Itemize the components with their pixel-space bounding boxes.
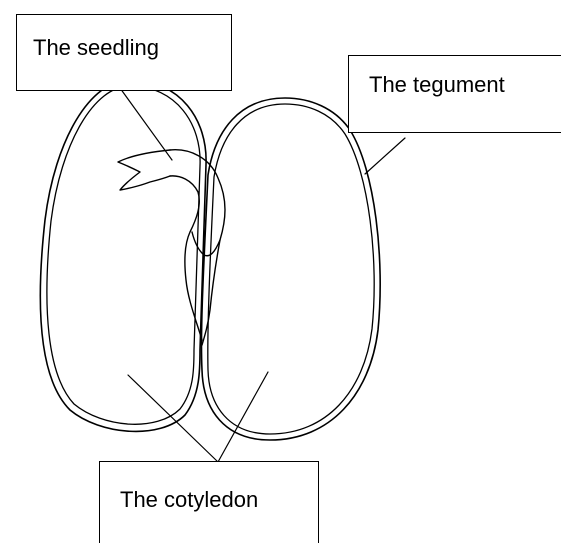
left-tegument-inner xyxy=(47,86,200,424)
label-cotyledon-box: The cotyledon xyxy=(99,461,319,543)
left-tegument-outer xyxy=(40,80,206,431)
seedling-plumule xyxy=(118,150,170,190)
label-seedling-box: The seedling xyxy=(16,14,232,91)
left-cotyledon xyxy=(40,80,206,431)
right-tegument-inner xyxy=(208,104,374,434)
label-seedling: The seedling xyxy=(33,37,159,59)
seedling xyxy=(118,150,225,345)
leader-tegument xyxy=(365,138,405,174)
label-tegument-box: The tegument xyxy=(348,55,561,133)
label-tegument: The tegument xyxy=(369,74,505,96)
leader-seedling xyxy=(120,88,172,160)
label-cotyledon: The cotyledon xyxy=(120,489,258,511)
right-cotyledon xyxy=(201,98,380,440)
